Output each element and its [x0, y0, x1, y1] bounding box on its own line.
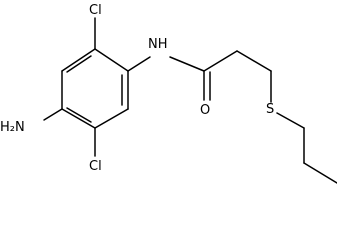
atom-nh: NH [148, 37, 168, 52]
molecule-diagram: Cl Cl NH H₂N O S [0, 3, 337, 184]
bond-s-ch2 [276, 112, 305, 129]
ring-bond-c4-c5 [61, 108, 96, 129]
bond-ch2-ch2 [236, 50, 272, 72]
bond-c5-nh2 [43, 108, 63, 121]
atom-nh2: H₂N [0, 120, 25, 135]
bond-propyl-ch2-ch3 [303, 162, 337, 184]
bond-carbonyl-ch2 [203, 50, 238, 72]
atom-cl-top: Cl [89, 3, 102, 18]
bond-c2-n [127, 56, 151, 72]
ring-bond-c6-c1 [61, 48, 96, 72]
ring-double-bond-c6-c1 [66, 55, 92, 73]
structure-canvas: Cl Cl NH H₂N O S [0, 3, 337, 184]
ring-bond-c1-c2 [94, 48, 129, 72]
atom-s: S [266, 102, 274, 117]
atom-cl-bottom: Cl [89, 159, 102, 174]
bond-n-carbonyl [169, 56, 205, 72]
ring-bond-c3-c4 [94, 108, 129, 129]
ring-double-bond-c4-c5 [66, 107, 92, 123]
atom-o: O [200, 103, 210, 118]
